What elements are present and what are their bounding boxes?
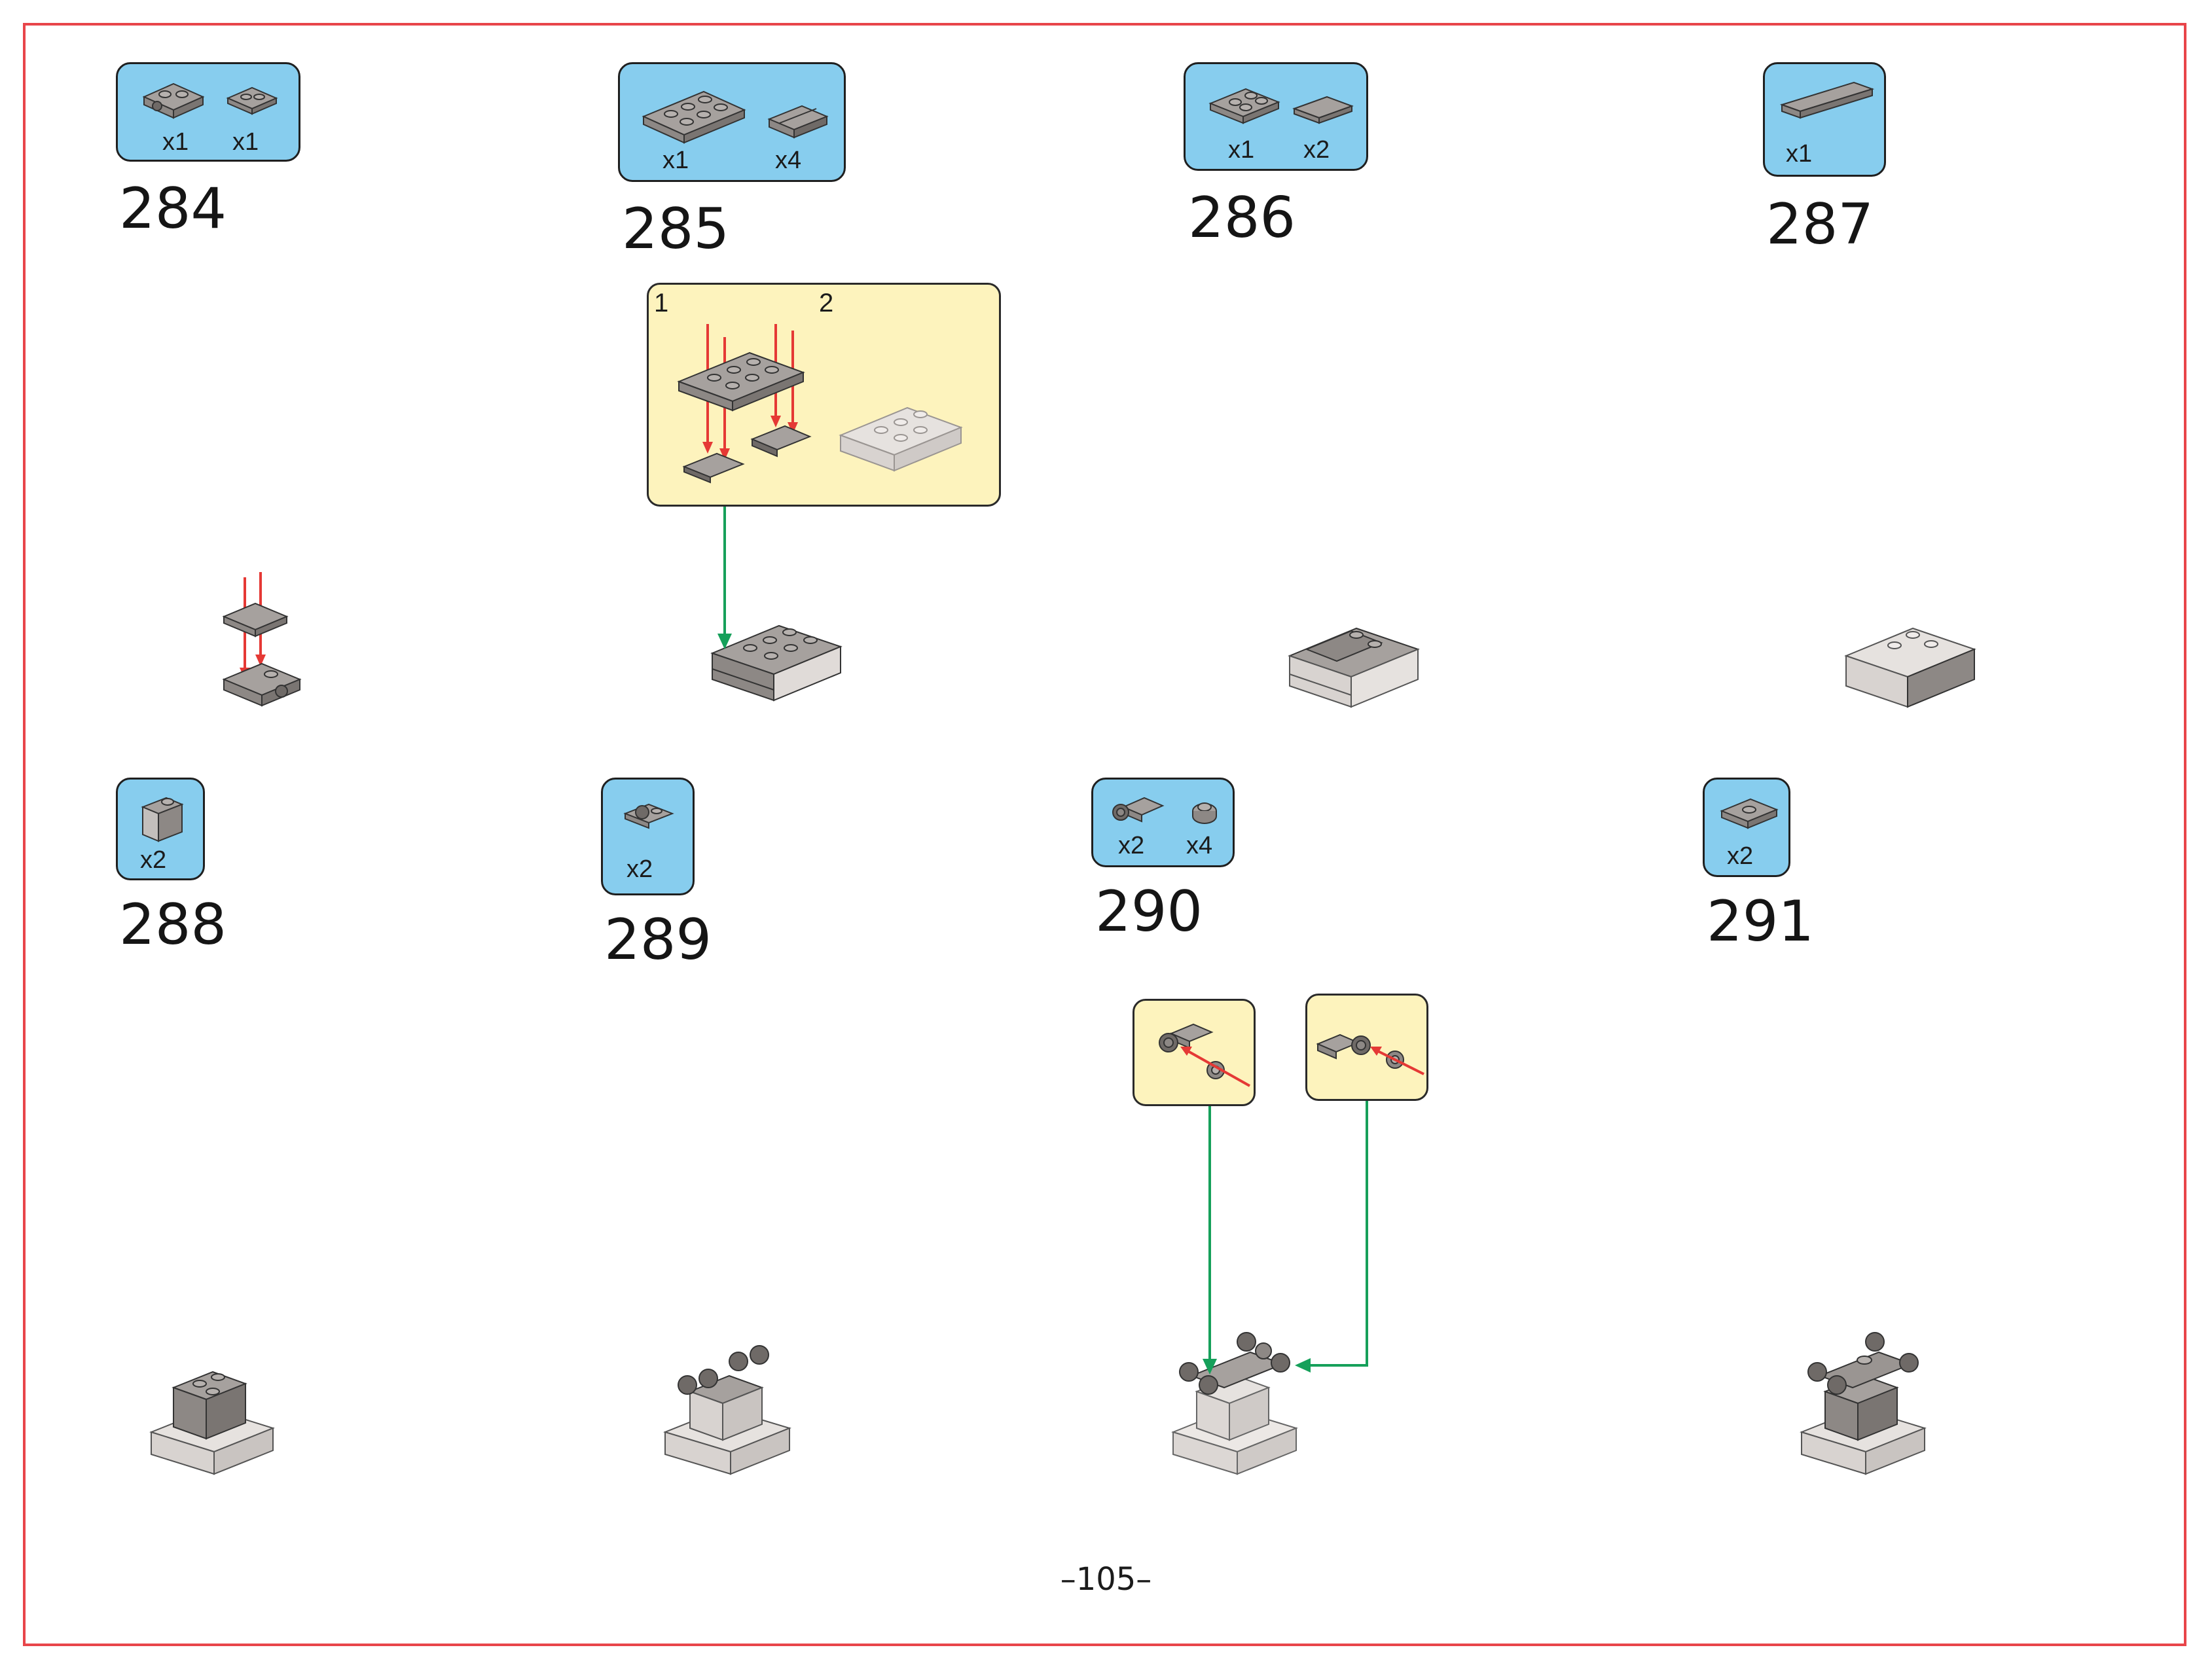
- assembly-284: [222, 572, 302, 707]
- step-number: 288: [119, 892, 227, 958]
- assembly-291: [1799, 1332, 1927, 1475]
- part-qty: x2: [1727, 842, 1754, 870]
- step-number: 287: [1766, 192, 1874, 257]
- step-number: 291: [1707, 889, 1815, 954]
- assembly-285: [710, 624, 843, 702]
- callout-assembly: [1159, 1023, 1250, 1087]
- part-qty: x1: [1228, 136, 1255, 164]
- tile-1x2-icon: [1292, 96, 1354, 124]
- sub-assembly-callout-290-left: [1133, 999, 1256, 1106]
- step-number: 289: [604, 907, 712, 973]
- assembly-287: [1844, 627, 1976, 708]
- tile-1x4-icon: [1779, 81, 1875, 119]
- substep-1-assembly: [677, 324, 812, 484]
- assembly-290: [1170, 1332, 1299, 1475]
- parts-list-285: x1 x4: [618, 62, 846, 182]
- page-number: –105–: [1060, 1561, 1152, 1598]
- bracket-plate-icon: [142, 82, 205, 119]
- brick-1x2-round-icon: [141, 797, 184, 842]
- assembly-288: [149, 1371, 275, 1475]
- part-qty: x2: [1303, 136, 1330, 164]
- part-qty: x2: [1118, 832, 1145, 859]
- parts-list-290: x2 x4: [1091, 778, 1235, 867]
- step-number: 286: [1188, 185, 1296, 251]
- plate-2x2-icon: [1208, 88, 1280, 124]
- part-qty: x4: [775, 147, 802, 174]
- sub-assembly-callout-290-right: [1305, 994, 1428, 1101]
- plate-1x2-icon: [226, 86, 278, 115]
- plate-clip-icon: [623, 803, 674, 829]
- step-number: 290: [1095, 879, 1203, 944]
- connector-arrow-285: [717, 507, 732, 649]
- step-number: 285: [622, 196, 730, 262]
- connector-arrow-290-left: [1203, 1106, 1217, 1375]
- parts-list-284: x1 x1: [116, 62, 300, 162]
- substep-2-assembly: [839, 406, 963, 472]
- part-qty: x1: [232, 128, 259, 156]
- parts-list-286: x1 x2: [1184, 62, 1368, 171]
- substep-number: 2: [819, 289, 834, 317]
- plate-2x4-icon: [642, 90, 746, 144]
- page-border: [23, 23, 2186, 1646]
- callout-assembly: [1316, 1033, 1424, 1075]
- step-number: 284: [119, 176, 227, 242]
- parts-list-287: x1: [1763, 62, 1886, 177]
- parts-list-289: x2: [601, 778, 695, 895]
- connector-arrow-290-right: [1295, 1101, 1368, 1373]
- part-qty: x1: [662, 147, 689, 174]
- plate-jumper-icon: [1720, 798, 1779, 829]
- bracket-round-icon: [1112, 797, 1165, 823]
- parts-list-288: x2: [116, 778, 205, 880]
- substep-number: 1: [654, 289, 669, 317]
- assembly-289: [662, 1345, 792, 1475]
- part-qty: x2: [626, 855, 653, 883]
- assembly-286: [1288, 627, 1420, 708]
- round-plate-icon: [1192, 802, 1217, 824]
- part-qty: x1: [1786, 140, 1813, 168]
- sub-assembly-callout-285: 1 2: [647, 283, 1001, 507]
- tile-clip-icon: [767, 105, 829, 139]
- parts-list-291: x2: [1703, 778, 1790, 877]
- part-qty: x1: [162, 128, 189, 156]
- part-qty: x4: [1186, 832, 1213, 859]
- part-qty: x2: [140, 846, 167, 874]
